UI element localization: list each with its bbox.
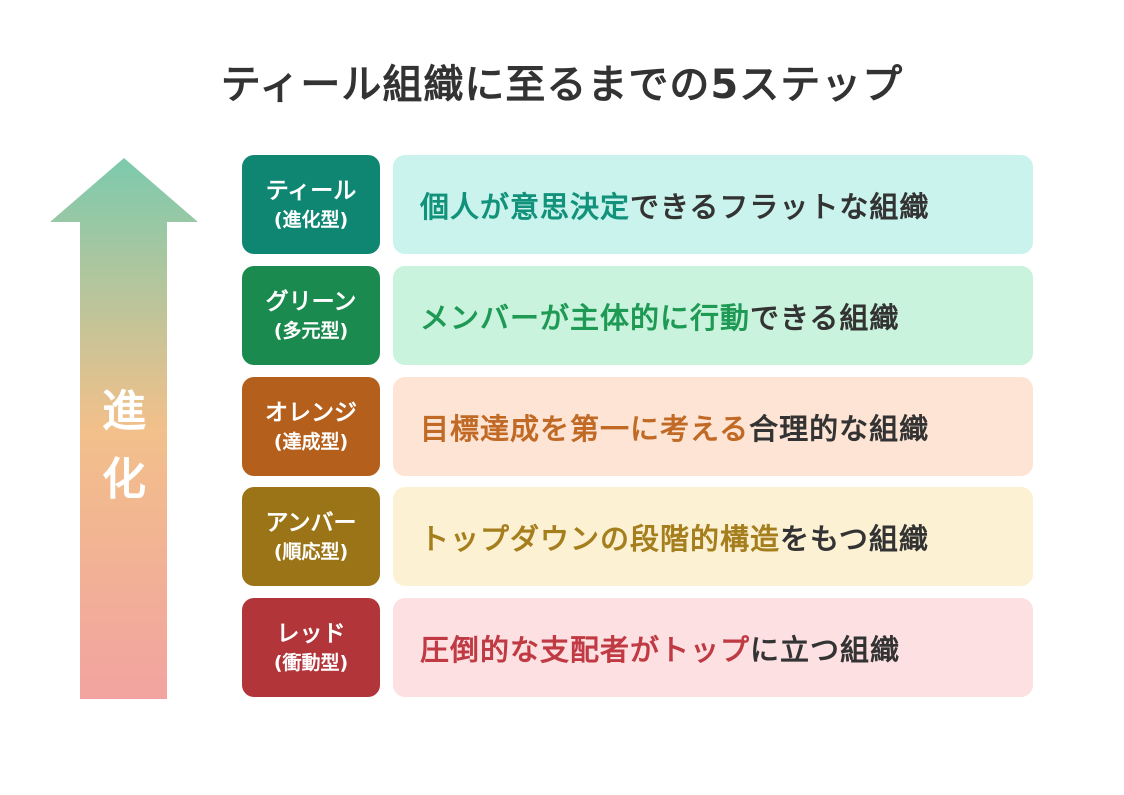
step-highlight: 個人が意思決定	[420, 189, 631, 224]
step-type: (順応型)	[273, 540, 349, 563]
step-row: アンバー (順応型) トップダウンの段階的構造をもつ組織	[242, 487, 1033, 586]
step-row: グリーン (多元型) メンバーが主体的に行動できる組織	[242, 266, 1033, 365]
step-label: ティール (進化型)	[242, 155, 380, 254]
step-row: レッド (衝動型) 圧倒的な支配者がトップに立つ組織	[242, 598, 1033, 697]
step-description: トップダウンの段階的構造をもつ組織	[393, 487, 1033, 586]
step-type: (達成型)	[273, 430, 349, 453]
page-title: ティール組織に至るまでの5ステップ	[220, 62, 904, 108]
step-label: グリーン (多元型)	[242, 266, 380, 365]
arrow-label-1: 進	[102, 386, 146, 437]
step-rest: 合理的な組織	[749, 411, 930, 446]
step-label: レッド (衝動型)	[242, 598, 380, 697]
step-description: メンバーが主体的に行動できる組織	[393, 266, 1033, 365]
step-name: オレンジ	[265, 399, 357, 426]
step-type: (衝動型)	[273, 651, 349, 674]
step-name: レッド	[276, 620, 346, 647]
step-type: (多元型)	[273, 319, 349, 342]
step-label: アンバー (順応型)	[242, 487, 380, 586]
step-rest: をもつ組織	[780, 521, 929, 556]
step-label: オレンジ (達成型)	[242, 377, 380, 476]
step-name: ティール	[265, 177, 357, 204]
step-name: アンバー	[265, 509, 357, 536]
step-highlight: トップダウンの段階的構造	[420, 521, 781, 556]
step-row: オレンジ (達成型) 目標達成を第一に考える合理的な組織	[242, 377, 1033, 476]
step-highlight: 圧倒的な支配者がトップ	[420, 632, 751, 667]
step-row: ティール (進化型) 個人が意思決定できるフラットな組織	[242, 155, 1033, 254]
step-description: 目標達成を第一に考える合理的な組織	[393, 377, 1033, 476]
step-rest: できるフラットな組織	[630, 189, 930, 224]
step-name: グリーン	[265, 288, 357, 315]
evolution-arrow-icon	[50, 158, 198, 699]
step-highlight: メンバーが主体的に行動	[420, 300, 751, 335]
step-description: 個人が意思決定できるフラットな組織	[393, 155, 1033, 254]
step-type: (進化型)	[273, 208, 349, 231]
arrow-label-2: 化	[102, 454, 146, 505]
step-rest: に立つ組織	[750, 632, 901, 667]
step-description: 圧倒的な支配者がトップに立つ組織	[393, 598, 1033, 697]
step-rest: できる組織	[750, 300, 900, 335]
step-highlight: 目標達成を第一に考える	[420, 411, 750, 446]
arrow-label: 進 化	[80, 378, 168, 514]
